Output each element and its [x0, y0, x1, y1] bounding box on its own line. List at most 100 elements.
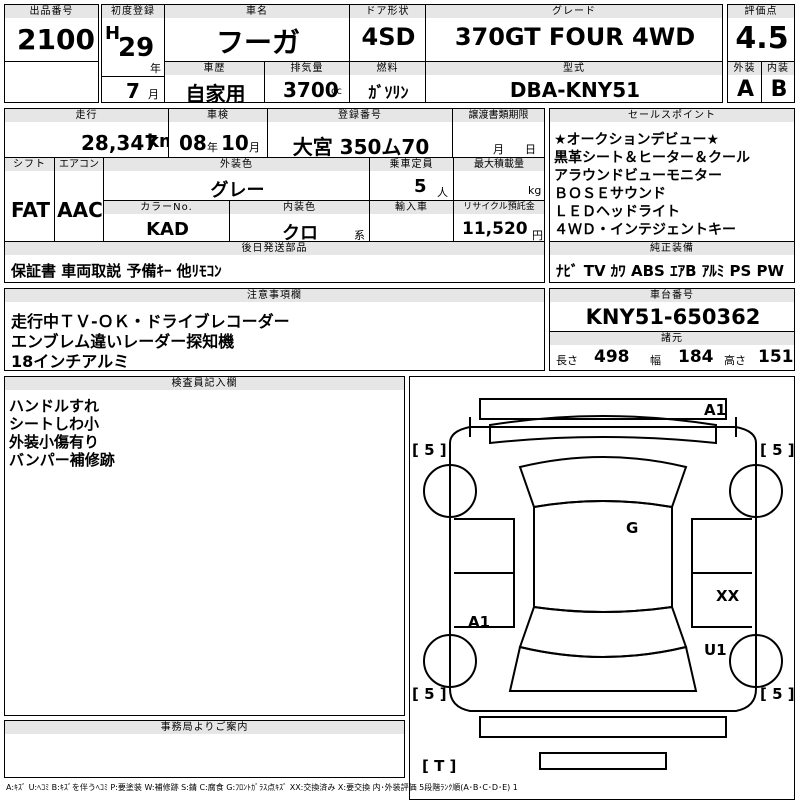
inspection-label: 車検: [169, 109, 267, 122]
fuel-cell: 燃料 ｶﾞｿﾘﾝ: [349, 61, 426, 103]
transfer-month-unit: 月: [493, 143, 504, 156]
later-parts: 保証書 車両取説 予備ｷｰ 他ﾘﾓｺﾝ: [11, 262, 222, 280]
interior-grade: B: [770, 77, 788, 102]
width-label: 幅: [650, 354, 661, 367]
note-line: 18インチアルミ: [11, 352, 130, 371]
damage-mark: G: [626, 519, 639, 537]
shift-cell: シフト FAT: [4, 157, 55, 242]
width: 184: [678, 347, 714, 367]
mileage-cell: 走行 28,347 km: [4, 108, 169, 158]
displacement: 3700: [283, 78, 339, 102]
inspection-year: 08: [179, 131, 207, 155]
recycle-fee: 11,520: [462, 219, 528, 239]
damage-mark: A1: [468, 613, 491, 631]
history-label: 車歴: [165, 62, 264, 75]
displacement-cell: 排気量 3700 cc: [264, 61, 350, 103]
plate-cell: 登録番号 大宮 350ム70: [267, 108, 453, 158]
transfer-day-unit: 日: [525, 143, 536, 156]
recycle-unit: 円: [532, 229, 543, 242]
capacity-label: 乗車定員: [370, 158, 453, 171]
lot-number: 2100: [17, 23, 95, 56]
equipment-items: ﾅﾋﾞ TV ｶﾜ ABS ｴｱB ｱﾙﾐ PS PW: [556, 262, 785, 280]
inspection-month-unit: 月: [249, 141, 260, 154]
shift-label: シフト: [5, 158, 54, 171]
door-type: 4SD: [361, 23, 416, 51]
car-diagram: [ 5 ] [ 5 ] [ 5 ] [ 5 ] [ T ] A1 G XX A1…: [409, 376, 795, 800]
model-cell: 型式 DBA-KNY51: [425, 61, 723, 103]
displacement-unit: cc: [331, 86, 342, 97]
model: DBA-KNY51: [509, 78, 641, 102]
shift: FAT: [11, 198, 50, 222]
color-no-label: カラーNo.: [104, 201, 229, 214]
car-name-cell: 車名 フーガ: [164, 4, 350, 62]
ac: AAC: [57, 198, 103, 222]
transfer-label: 譲渡書類期限: [453, 109, 544, 122]
exterior-label: 外装: [728, 62, 761, 75]
capacity: 5: [414, 176, 427, 197]
exterior-grade: A: [736, 77, 755, 102]
history-cell: 車歴 自家用: [164, 61, 265, 103]
car-outline: [423, 398, 783, 770]
inspection-month: 10: [221, 131, 249, 155]
mileage-unit: km: [147, 131, 168, 152]
dimensions-cell: 諸元 長さ 498 幅 184 高さ 151: [549, 331, 795, 371]
chassis-label: 車台番号: [550, 289, 794, 302]
int-color-cell: 内装色 クロ 系: [229, 200, 370, 242]
int-color: クロ: [282, 223, 318, 242]
fuel-label: 燃料: [350, 62, 425, 75]
int-color-unit: 系: [354, 229, 365, 242]
lot-label: 出品番号: [5, 5, 98, 18]
score-label: 評価点: [728, 5, 794, 18]
mileage: 28,347: [81, 131, 159, 155]
sales-points-cell: セールスポイント ★オークションデビュー★ 黒革シート＆ヒーター＆クール アラウ…: [549, 108, 795, 242]
notes-label: 注意事項欄: [5, 289, 544, 302]
inspector-line: シートしわ小: [9, 415, 100, 433]
tire-front-right: [ 5 ]: [760, 441, 795, 459]
dimensions-label: 諸元: [550, 332, 794, 345]
grade-label: グレード: [426, 5, 722, 18]
era: H: [105, 23, 121, 44]
color-label: 外装色: [104, 158, 369, 171]
notes-cell: 注意事項欄 走行中ＴＶ-ＯＫ・ドライブレコーダー エンブレム違いレーダー探知機 …: [4, 288, 545, 371]
inspector-line: ハンドルすれ: [9, 397, 100, 415]
color: グレー: [210, 180, 265, 201]
chassis-number: KNY51-650362: [585, 305, 761, 329]
interior-grade-cell: 内装 B: [761, 61, 795, 103]
damage-mark: XX: [716, 587, 740, 605]
note-line: エンブレム違いレーダー探知機: [11, 332, 235, 351]
tire-rear-right: [ 5 ]: [760, 685, 795, 703]
height-label: 高さ: [724, 354, 746, 367]
car-name-label: 車名: [165, 5, 349, 18]
tire-rear-left: [ 5 ]: [412, 685, 447, 703]
equipment-cell: 純正装備 ﾅﾋﾞ TV ｶﾜ ABS ｴｱB ｱﾙﾐ PS PW: [549, 241, 795, 283]
sales-points-label: セールスポイント: [550, 109, 794, 122]
inspector-line: 外装小傷有り: [9, 433, 100, 451]
month: 7: [126, 79, 140, 103]
inspector-line: バンパー補修跡: [9, 451, 115, 469]
door-label: ドア形状: [350, 5, 425, 18]
spare-tire: [ T ]: [422, 757, 457, 775]
load-cell: 最大積載量 kg: [453, 157, 545, 201]
inspection-cell: 車検 08 年 10 月: [168, 108, 268, 158]
score: 4.5: [735, 21, 789, 56]
sales-point-line: 黒革シート＆ヒーター＆クール: [554, 150, 750, 166]
damage-mark: U1: [704, 641, 727, 659]
score-cell: 評価点 4.5: [727, 4, 795, 62]
height: 151: [758, 347, 794, 367]
sales-point-line: ＢＯＳＥサウンド: [554, 186, 666, 202]
tire-front-left: [ 5 ]: [412, 441, 447, 459]
legend: A:ｷｽﾞ U:ﾍｺﾐ B:ｷｽﾞを伴うﾍｺﾐ P:要塗装 W:補修跡 S:錆 …: [6, 783, 518, 792]
month-cell: 7 月: [101, 76, 165, 103]
grade-cell: グレード 370GT FOUR 4WD: [425, 4, 723, 62]
car-name: フーガ: [215, 26, 300, 59]
load-unit: kg: [528, 184, 542, 197]
damage-mark: A1: [704, 401, 727, 419]
color-cell: 外装色 グレー: [103, 157, 370, 201]
import-label: 輸入車: [370, 201, 453, 214]
equipment-label: 純正装備: [550, 242, 794, 255]
year-unit: 年: [150, 62, 161, 75]
load-label: 最大積載量: [454, 158, 544, 171]
length: 498: [594, 347, 630, 367]
sales-point-line: ＬＥＤヘッドライト: [554, 204, 680, 220]
length-label: 長さ: [556, 354, 578, 367]
